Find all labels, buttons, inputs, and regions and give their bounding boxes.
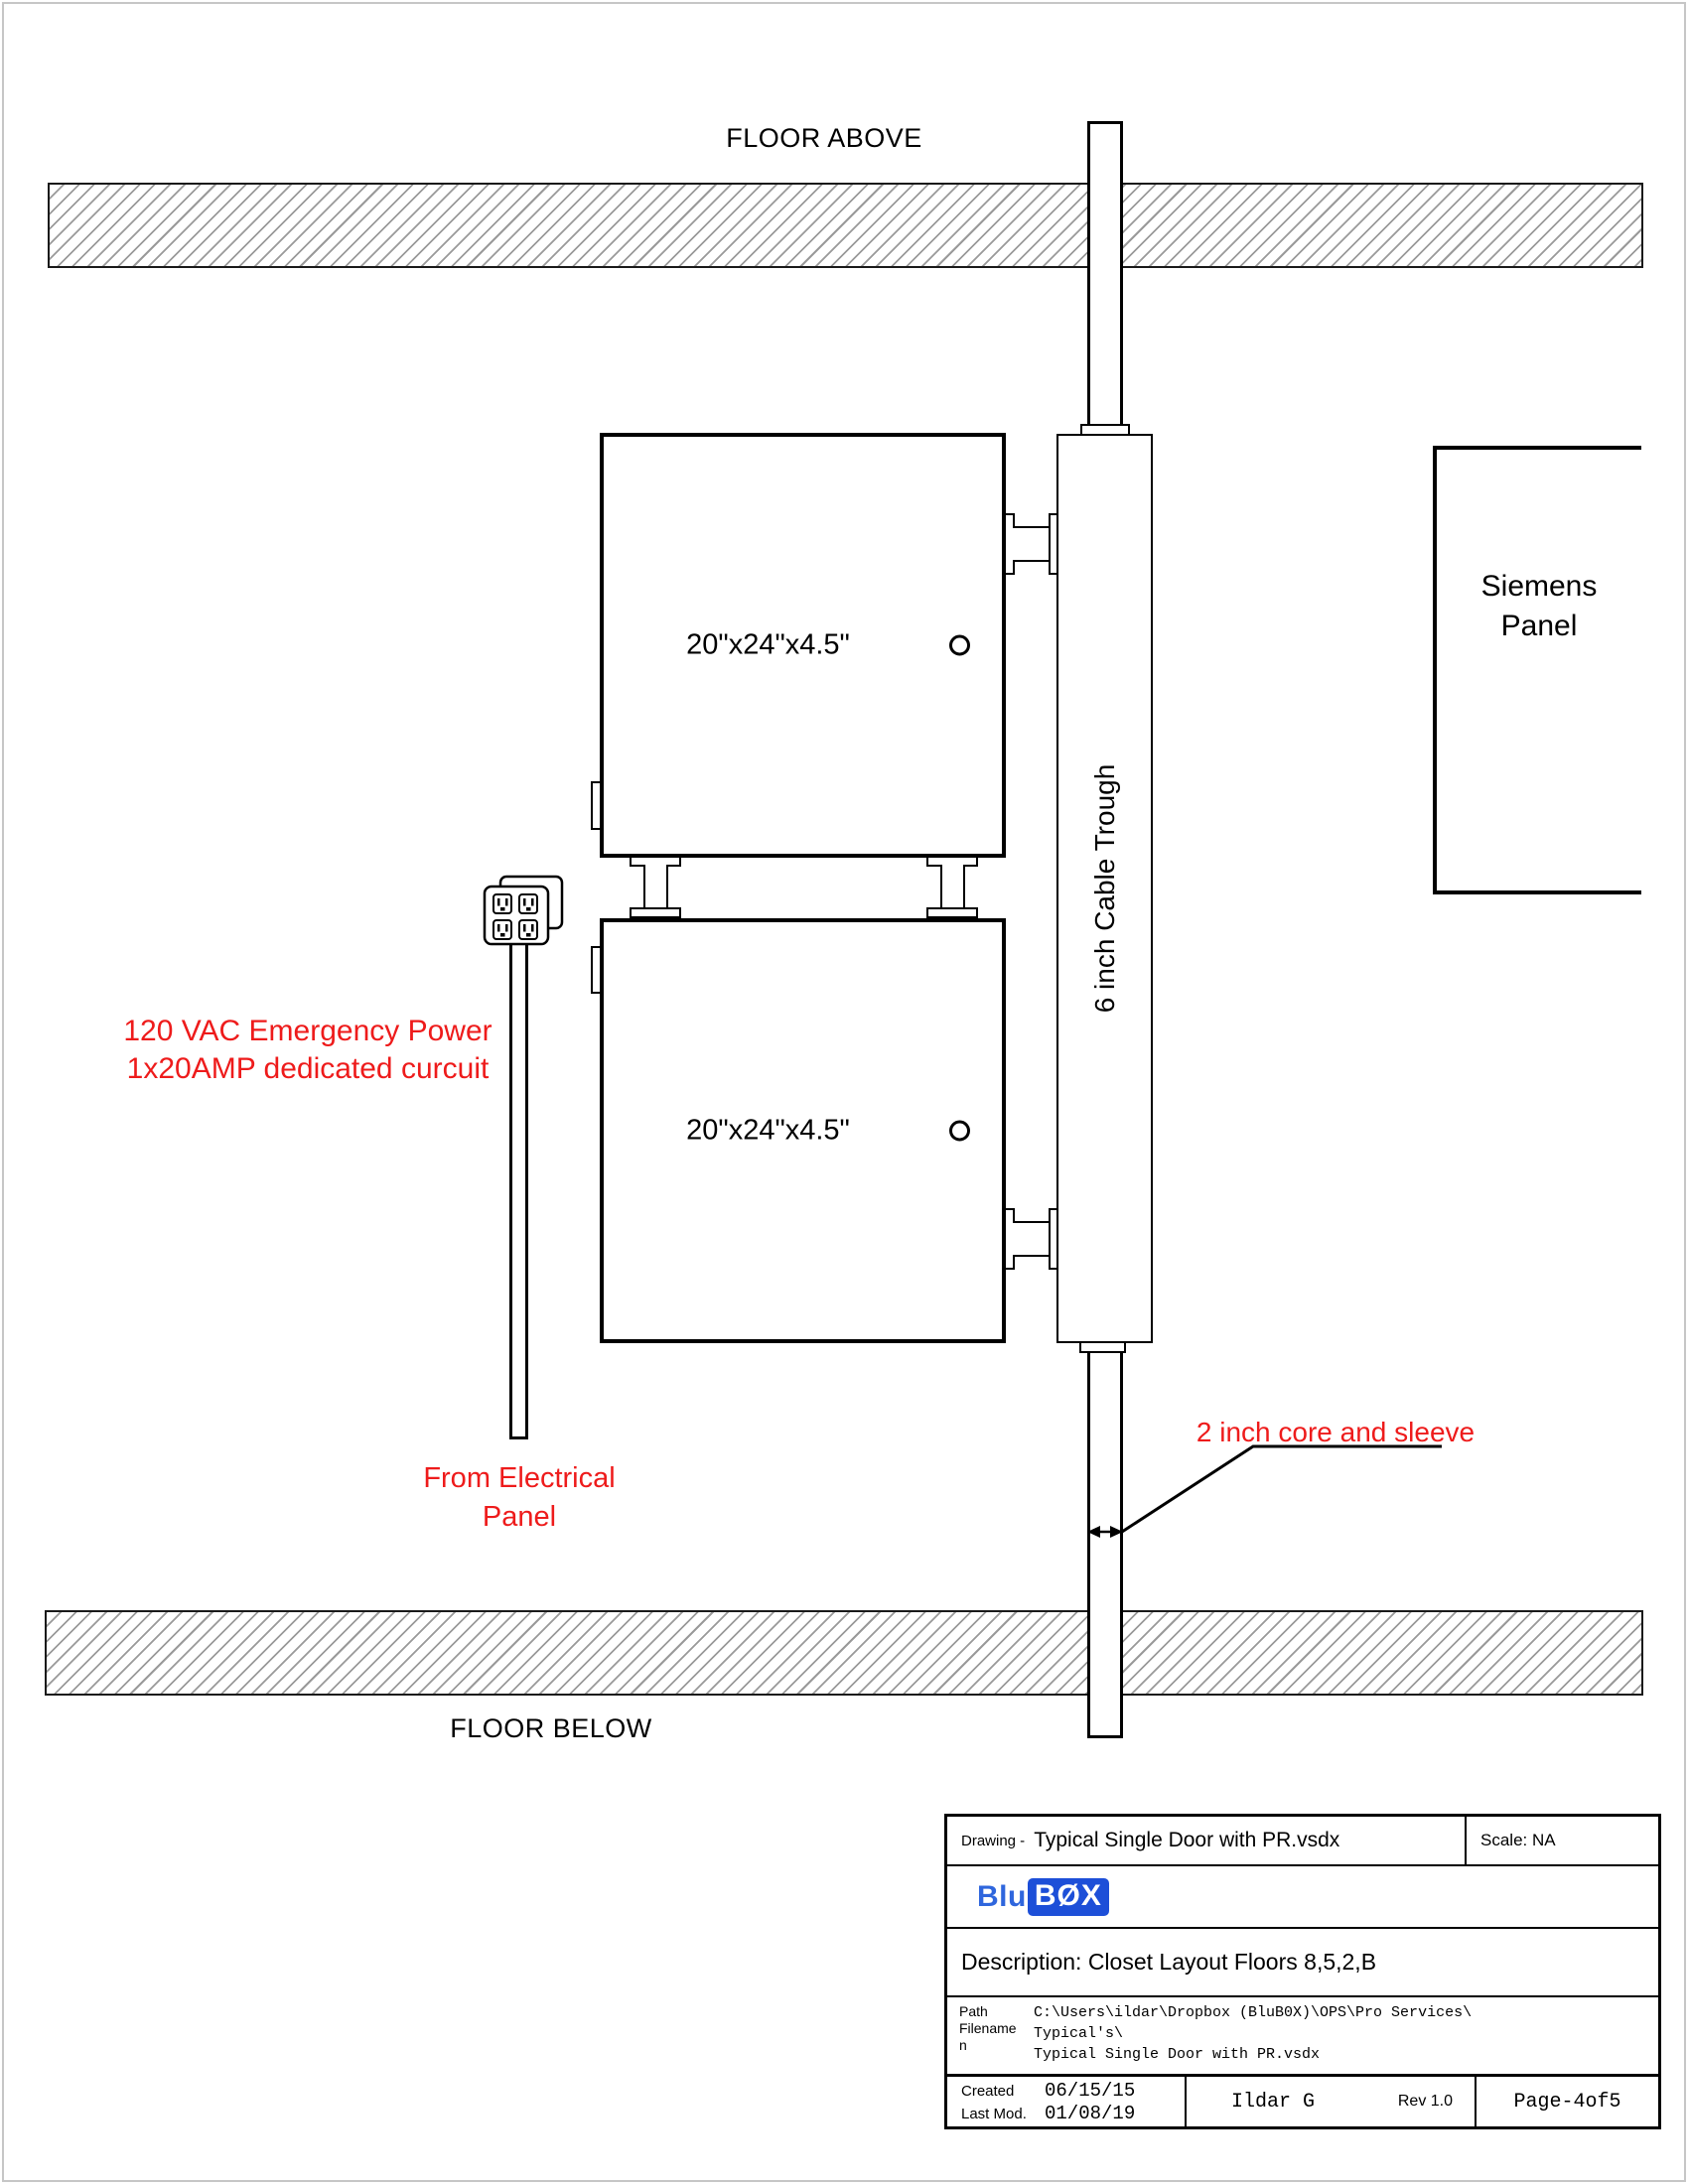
- title-block-description-row: Description: Closet Layout Floors 8,5,2,…: [947, 1927, 1658, 1995]
- box-connector-stem: [643, 865, 668, 909]
- riser-pipe-bottom: [1087, 1351, 1123, 1738]
- blubox-logo-blu: Blu: [977, 1879, 1027, 1913]
- siemens-panel-label: Siemens: [1480, 570, 1598, 603]
- siemens-panel-label: Panel: [1500, 610, 1578, 642]
- dates-cell: Created 06/15/15 Last Mod. 01/08/19: [947, 2077, 1185, 2126]
- file-path-value: C:\Users\ildar\Dropbox (BluB0X)\OPS\Pro …: [1034, 1997, 1658, 2074]
- file-path-line: C:\Users\ildar\Dropbox (BluB0X)\OPS\Pro …: [1034, 2004, 1473, 2021]
- enclosure-box-lower: 20"x24"x4.5": [600, 918, 1006, 1343]
- leader-line-and-dimension-arrow-icon: [1087, 1444, 1442, 1538]
- annotation-emergency-power-line2: 1x20AMP dedicated curcuit: [126, 1052, 490, 1085]
- path-label-line: Path: [959, 2003, 988, 2019]
- page-number-cell: Page-4of5: [1475, 2077, 1658, 2126]
- annotation-core-and-sleeve: 2 inch core and sleeve: [1196, 1417, 1476, 1447]
- created-label: Created: [961, 2083, 1015, 2100]
- trough-bottom-collar: [1079, 1341, 1126, 1353]
- drawing-title: Typical Single Door with PR.vsdx: [1034, 1829, 1340, 1851]
- created-date: 06/15/15: [1045, 2080, 1136, 2102]
- power-cord: [509, 943, 528, 1439]
- blubox-logo-box: BØX: [1027, 1877, 1109, 1916]
- cable-trough-label: 6 inch Cable Trough: [1088, 763, 1120, 1014]
- title-block-revision-row: Created 06/15/15 Last Mod. 01/08/19 Ilda…: [947, 2074, 1658, 2126]
- drawing-label: Drawing -: [961, 1832, 1026, 1849]
- floor-below-label: FLOOR BELOW: [450, 1713, 652, 1743]
- box-connector-flange: [630, 907, 681, 918]
- annotation-from-panel-line1: From Electrical: [423, 1462, 616, 1494]
- revision-number: Rev 1.0: [1397, 2093, 1453, 2110]
- path-label-line: n: [959, 2037, 967, 2053]
- annotation-emergency-power-line1: 120 VAC Emergency Power: [123, 1015, 492, 1047]
- description-text: Description: Closet Layout Floors 8,5,2,…: [961, 1949, 1377, 1975]
- scale-cell: Scale: NA: [1465, 1817, 1658, 1864]
- author-name: Ildar G: [1231, 2090, 1316, 2114]
- siemens-panel: Siemens Panel: [1433, 446, 1641, 894]
- knockout-circle-icon: [949, 1120, 970, 1142]
- enclosure-box-upper: 20"x24"x4.5": [600, 433, 1006, 858]
- floor-above-slab: [48, 183, 1643, 268]
- drawing-name-cell: Drawing - Typical Single Door with PR.vs…: [947, 1817, 1465, 1864]
- floor-above-label: FLOOR ABOVE: [726, 123, 922, 153]
- last-mod-date: 01/08/19: [1045, 2103, 1136, 2124]
- file-path-line: Typical's\: [1034, 2025, 1124, 2042]
- box-connector-flange: [926, 907, 978, 918]
- cable-trough: 6 inch Cable Trough: [1056, 434, 1153, 1343]
- author-cell: Ildar G Rev 1.0: [1185, 2077, 1475, 2126]
- title-block: Drawing - Typical Single Door with PR.vs…: [944, 1814, 1661, 2129]
- box-connector-stem: [940, 865, 965, 909]
- annotation-from-electrical-panel: From Electrical Panel: [400, 1459, 638, 1537]
- scale-value: Scale: NA: [1480, 1831, 1556, 1849]
- power-outlet-icon: [483, 875, 564, 946]
- annotation-emergency-power: 120 VAC Emergency Power 1x20AMP dedicate…: [109, 1013, 506, 1088]
- last-mod-label: Last Mod.: [961, 2106, 1027, 2122]
- trough-top-collar: [1080, 424, 1130, 436]
- floor-below-slab: [45, 1610, 1643, 1696]
- knockout-circle-icon: [949, 634, 970, 656]
- path-label-line: Filename: [959, 2020, 1017, 2036]
- title-block-drawing-row: Drawing - Typical Single Door with PR.vs…: [947, 1817, 1658, 1864]
- file-path-line: Typical Single Door with PR.vsdx: [1034, 2046, 1321, 2063]
- path-filename-label: Path Filename n: [947, 1997, 1034, 2074]
- annotation-from-panel-line2: Panel: [482, 1501, 557, 1533]
- page-number: Page-4of5: [1513, 2090, 1621, 2114]
- enclosure-box-upper-label: 20"x24"x4.5": [686, 628, 850, 661]
- title-block-path-row: Path Filename n C:\Users\ildar\Dropbox (…: [947, 1995, 1658, 2074]
- riser-pipe-top: [1087, 121, 1123, 435]
- enclosure-box-lower-label: 20"x24"x4.5": [686, 1114, 850, 1147]
